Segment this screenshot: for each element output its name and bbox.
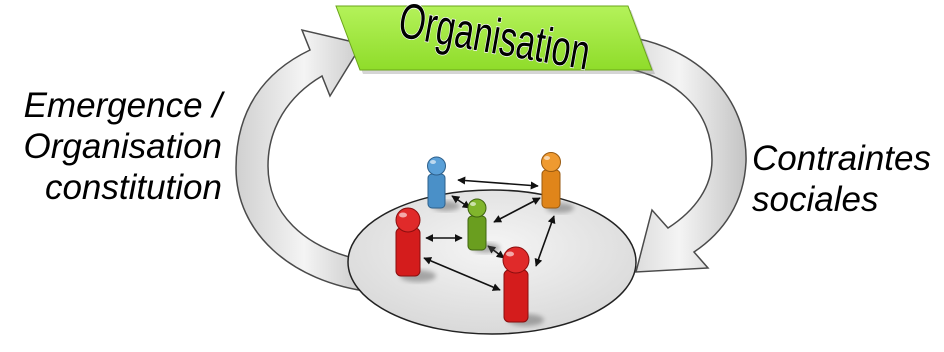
agent-red-front xyxy=(502,246,544,326)
emergence-label-line-1: Emergence / xyxy=(23,86,222,125)
emergence-label-line-3: constitution xyxy=(44,168,222,207)
link-blue-orange xyxy=(457,176,539,190)
link-blue-green xyxy=(451,195,471,209)
link-green-orange xyxy=(493,197,541,223)
constraints-label-line-2: sociales xyxy=(752,180,879,219)
emergence-arrow xyxy=(235,28,373,293)
constraints-label-line-1: Contraintes xyxy=(752,139,931,178)
agent-orange xyxy=(541,152,574,213)
link-orange-redfront xyxy=(534,215,556,267)
agent-green xyxy=(467,198,500,253)
emergence-label: Emergence / Organisation constitution xyxy=(24,85,222,208)
link-red-redfront xyxy=(423,257,501,291)
interaction-arrows xyxy=(423,176,556,291)
constraints-label: Contraintes sociales xyxy=(752,138,931,220)
agent-blue xyxy=(427,156,460,211)
organisation-banner: Organisation xyxy=(335,0,655,82)
constraints-arrow xyxy=(610,35,747,273)
group-disc xyxy=(347,189,637,335)
agent-red-left xyxy=(395,207,436,282)
emergence-label-line-2: Organisation xyxy=(23,127,222,166)
